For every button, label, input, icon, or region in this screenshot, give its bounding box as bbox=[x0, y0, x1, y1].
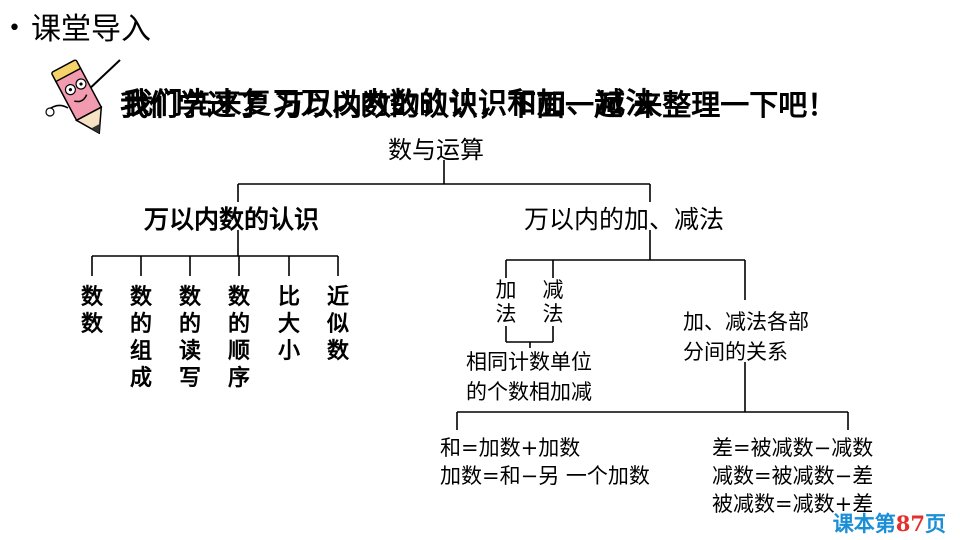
node-subtraction: 减法 bbox=[542, 278, 564, 326]
leaf-compare: 比大小 bbox=[277, 284, 300, 364]
bullet: • bbox=[8, 16, 21, 41]
leaf-counting: 数数 bbox=[80, 284, 103, 337]
slide-title: 课堂导入 bbox=[30, 12, 151, 47]
leaf-order: 数的顺序 bbox=[227, 284, 250, 391]
relation-line-1: 加、减法各部 bbox=[683, 310, 809, 334]
banner-text-b: 我们先来复习万以内数的认识和加、减法 bbox=[124, 86, 656, 120]
rule-line-1: 相同计数单位 bbox=[466, 350, 592, 374]
formula-addend: 加数=和−另 一个加数 bbox=[440, 464, 650, 488]
node-number-recognition: 万以内数的认识 bbox=[144, 205, 320, 234]
page-number: 87 bbox=[895, 511, 925, 536]
formula-minuend: 被减数=减数+差 bbox=[712, 492, 874, 516]
leaf-composition: 数的组成 bbox=[129, 284, 152, 391]
leaf-approximate: 近似数 bbox=[326, 284, 349, 364]
page-prefix: 课本第 bbox=[832, 511, 896, 536]
formula-sum: 和=加数+加数 bbox=[440, 436, 581, 460]
node-add-subtract: 万以内的加、减法 bbox=[524, 205, 725, 234]
leaf-read-write: 数的读写 bbox=[178, 284, 201, 391]
slide-header: • 课堂导入 bbox=[8, 4, 151, 48]
tree-root: 数与运算 bbox=[388, 136, 484, 164]
pencil-teacher-icon bbox=[45, 59, 121, 134]
banner-text-a: 我们学过了 万以内数的认识，下面一起 来整理一下吧！ bbox=[120, 88, 837, 122]
page-suffix: 页 bbox=[925, 511, 946, 536]
formula-subtrahend: 减数=被减数−差 bbox=[712, 464, 874, 488]
node-addition: 加法 bbox=[495, 278, 517, 326]
relation-line-2: 分间的关系 bbox=[683, 340, 788, 364]
textbook-page-reference: 课本第87页 bbox=[833, 508, 946, 538]
rule-line-2: 的个数相加减 bbox=[466, 380, 592, 404]
formula-difference: 差=被减数−减数 bbox=[712, 436, 874, 460]
